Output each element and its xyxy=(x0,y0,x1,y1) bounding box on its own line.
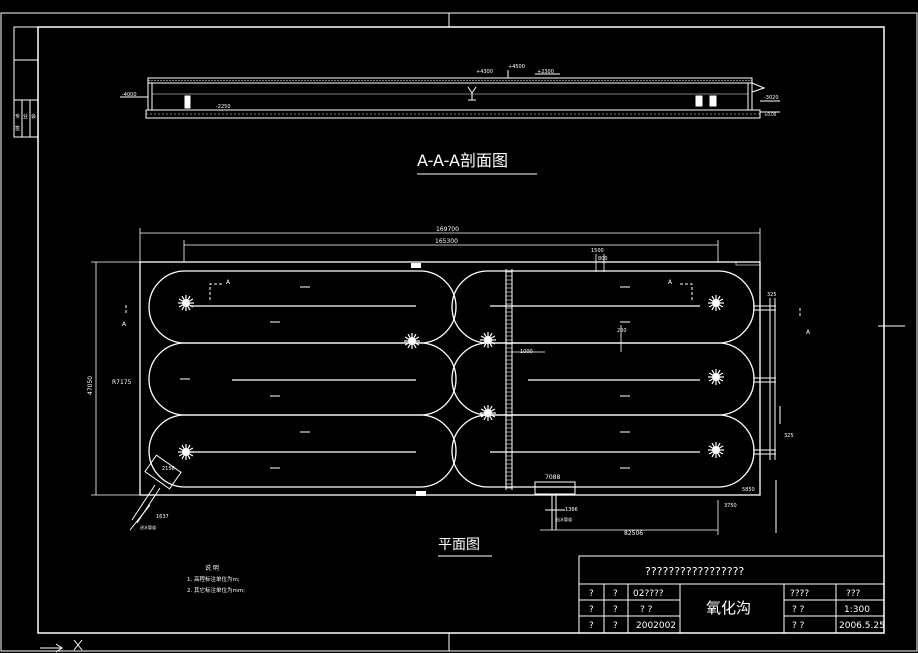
tb-r3c2: ? xyxy=(613,621,618,631)
aerator-rotors xyxy=(178,295,724,460)
inlet-pipe xyxy=(129,454,182,531)
aerator-rotor-icon xyxy=(708,442,724,458)
inlet-label: 进水管道 xyxy=(140,524,156,530)
tb-r1c3: 02???? xyxy=(633,589,664,599)
section-elev-top2: +4500 xyxy=(508,64,525,70)
bottom-marker xyxy=(416,491,426,496)
dim-1366: 1366 xyxy=(565,507,578,513)
dim-2156: 2156 xyxy=(162,466,175,472)
tb-drawing-name: 氧化沟 xyxy=(706,599,751,617)
tb-r1-value: ??? xyxy=(846,589,861,599)
dim-5850: 5850 xyxy=(742,487,755,493)
dim-height: 47050 xyxy=(87,376,94,395)
tb-r1c2: ? xyxy=(613,589,618,599)
tb-r1-label: ???? xyxy=(790,589,809,599)
flow-arrows xyxy=(180,286,630,469)
outlet-label: 出水管道 xyxy=(556,516,572,522)
dim-800: 800 xyxy=(598,256,608,262)
dim-325a: 325 xyxy=(767,292,777,298)
tb-r2-value: 1:300 xyxy=(844,605,870,615)
ucs-icon xyxy=(40,639,83,653)
tb-r3-label: ? ? xyxy=(792,621,805,631)
dim-7088: 7088 xyxy=(545,474,560,481)
tb-r3c3: 2002002 xyxy=(636,621,676,631)
tb-r2c3: ? ? xyxy=(640,605,653,615)
center-grate xyxy=(506,271,512,489)
section-title: A-A-A剖面图 xyxy=(417,151,508,170)
section-mark-a4: A xyxy=(122,321,127,328)
tb-project: ????????????????? xyxy=(645,565,744,578)
section-elev-bottom: -2250 xyxy=(216,104,231,110)
center-inlet xyxy=(534,481,576,530)
aerator-rotor-icon xyxy=(178,444,194,460)
dim-325b: 325 xyxy=(784,433,794,439)
dim-1500: 1500 xyxy=(591,248,604,254)
tb-r1c1: ? xyxy=(589,589,594,599)
dim-total: 169700 xyxy=(436,226,459,233)
tb-r2-label: ? ? xyxy=(792,605,805,615)
side-bar: 专 业 会 签 xyxy=(13,26,39,138)
dim-1000: 1000 xyxy=(520,349,533,355)
tb-r2c2: ? xyxy=(613,605,618,615)
radius-label: R7175 xyxy=(112,379,132,386)
section-small-label: ±0.00 xyxy=(764,112,777,117)
outer-frame xyxy=(0,12,918,652)
tb-r3c1: ? xyxy=(589,621,594,631)
section-elev-right: -3020 xyxy=(764,95,779,101)
notes-item-1: 1. 高程标注单位为m; xyxy=(187,575,240,583)
plan-view xyxy=(139,261,761,496)
section-mark-a2: A xyxy=(668,279,673,286)
notes-title: 说 明 xyxy=(205,564,219,572)
section-marks xyxy=(125,283,801,318)
outlet-pipes xyxy=(753,298,781,533)
title-block xyxy=(578,555,885,634)
dim-1637: 1637 xyxy=(156,514,169,520)
aerator-rotor-icon xyxy=(480,332,496,348)
dim-200: 200 xyxy=(617,328,627,334)
dim-inner: 165300 xyxy=(435,238,458,245)
aerator-rotor-icon xyxy=(708,295,724,311)
aerator-rotor-icon xyxy=(178,295,194,311)
inner-frame xyxy=(37,26,885,634)
tb-r2c1: ? xyxy=(589,605,594,615)
dim-3750: 3750 xyxy=(724,503,737,509)
aerator-rotor-icon xyxy=(404,333,420,349)
aerator-rotor-icon xyxy=(708,369,724,385)
section-mark-a1: A xyxy=(226,279,231,286)
section-view xyxy=(120,70,780,119)
side-label-0: 专 xyxy=(15,113,20,120)
notes-item-2: 2. 其它标注单位为mm; xyxy=(187,586,245,594)
side-label-3: 签 xyxy=(15,125,20,132)
top-marker xyxy=(411,263,421,268)
section-elev-top: +4300 xyxy=(476,69,493,75)
tb-r3-value: 2006.5.25 xyxy=(839,621,885,631)
plan-title: 平面图 xyxy=(438,537,480,553)
section-elev-water: +2300 xyxy=(537,69,554,75)
aerator-rotor-icon xyxy=(480,405,496,421)
section-elev-left: -4000 xyxy=(122,92,137,98)
section-mark-a3: A xyxy=(806,329,811,336)
dimension-lines xyxy=(91,228,761,535)
dim-82506: 82506 xyxy=(624,530,643,537)
side-label-1: 业 xyxy=(23,113,28,120)
side-label-2: 会 xyxy=(31,113,36,120)
